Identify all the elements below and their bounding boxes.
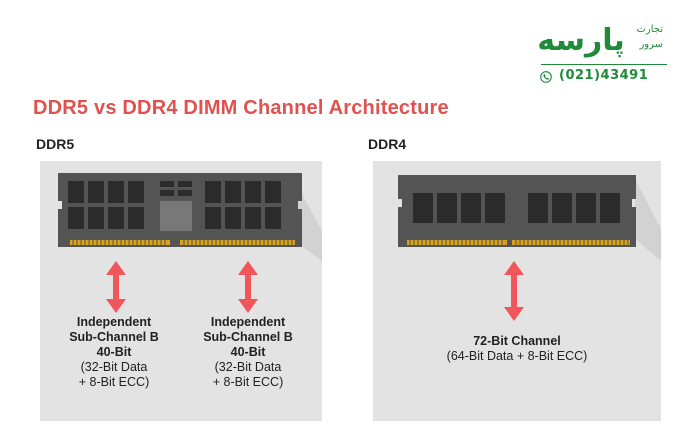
ddr4-channel-caption: 72-Bit Channel (64-Bit Data + 8-Bit ECC) xyxy=(373,334,661,364)
ddr5-pmic xyxy=(160,181,192,231)
ddr5-arrow-right-icon xyxy=(238,261,258,313)
brand-logo: پارسه تجارت سرور (021)43491 xyxy=(533,18,673,88)
caption-subtitle: Sub-Channel B xyxy=(203,330,293,344)
logo-divider xyxy=(541,64,667,65)
ddr4-panel: 72-Bit Channel (64-Bit Data + 8-Bit ECC) xyxy=(373,161,661,421)
caption-bits: 40-Bit xyxy=(230,345,266,359)
ddr5-label: DDR5 xyxy=(36,136,75,152)
ddr5-module-illustration xyxy=(58,173,322,261)
caption-detail: (64-Bit Data + 8-Bit ECC) xyxy=(446,349,588,363)
ddr5-contacts-left xyxy=(70,240,170,245)
caption-title: Independent xyxy=(210,315,286,329)
logo-tagline-bottom: سرور xyxy=(639,39,663,50)
caption-detail: + 8-Bit ECC) xyxy=(78,375,150,389)
caption-detail: (32-Bit Data xyxy=(80,360,148,374)
ddr5-contacts-right xyxy=(180,240,295,245)
ddr5-chips-right xyxy=(205,181,281,229)
phone-number: (021)43491 xyxy=(559,68,649,83)
caption-detail: (32-Bit Data xyxy=(214,360,282,374)
phone-icon xyxy=(540,71,552,83)
ddr4-module-illustration xyxy=(398,175,661,261)
ddr5-arrow-left-icon xyxy=(106,261,126,313)
caption-title: Independent xyxy=(76,315,152,329)
page-title: DDR5 vs DDR4 DIMM Channel Architecture xyxy=(33,97,449,119)
ddr4-contact-gaps xyxy=(409,240,629,245)
ddr5-contact-gaps xyxy=(72,240,293,245)
ddr4-label: DDR4 xyxy=(368,136,407,152)
logo-tagline-top: تجارت xyxy=(636,24,663,35)
logo-wordmark-icon: پارسه xyxy=(537,23,625,58)
ddr4-contacts-left xyxy=(407,240,507,245)
ddr4-arrow-icon xyxy=(504,261,524,321)
ddr5-panel: Independent Sub-Channel B 40-Bit (32-Bit… xyxy=(40,161,322,421)
caption-subtitle: Sub-Channel B xyxy=(69,330,159,344)
ddr5-subchannel-right-caption: Independent Sub-Channel B 40-Bit (32-Bit… xyxy=(180,315,316,390)
caption-detail: + 8-Bit ECC) xyxy=(212,375,284,389)
logo-wordmark: پارسه xyxy=(537,23,625,58)
ddr5-chips-left xyxy=(68,181,144,229)
caption-bits: 40-Bit xyxy=(96,345,132,359)
caption-title: 72-Bit Channel xyxy=(473,334,561,348)
ddr4-chips xyxy=(413,193,620,223)
ddr4-contacts-right xyxy=(512,240,630,245)
ddr5-subchannel-left-caption: Independent Sub-Channel B 40-Bit (32-Bit… xyxy=(46,315,182,390)
